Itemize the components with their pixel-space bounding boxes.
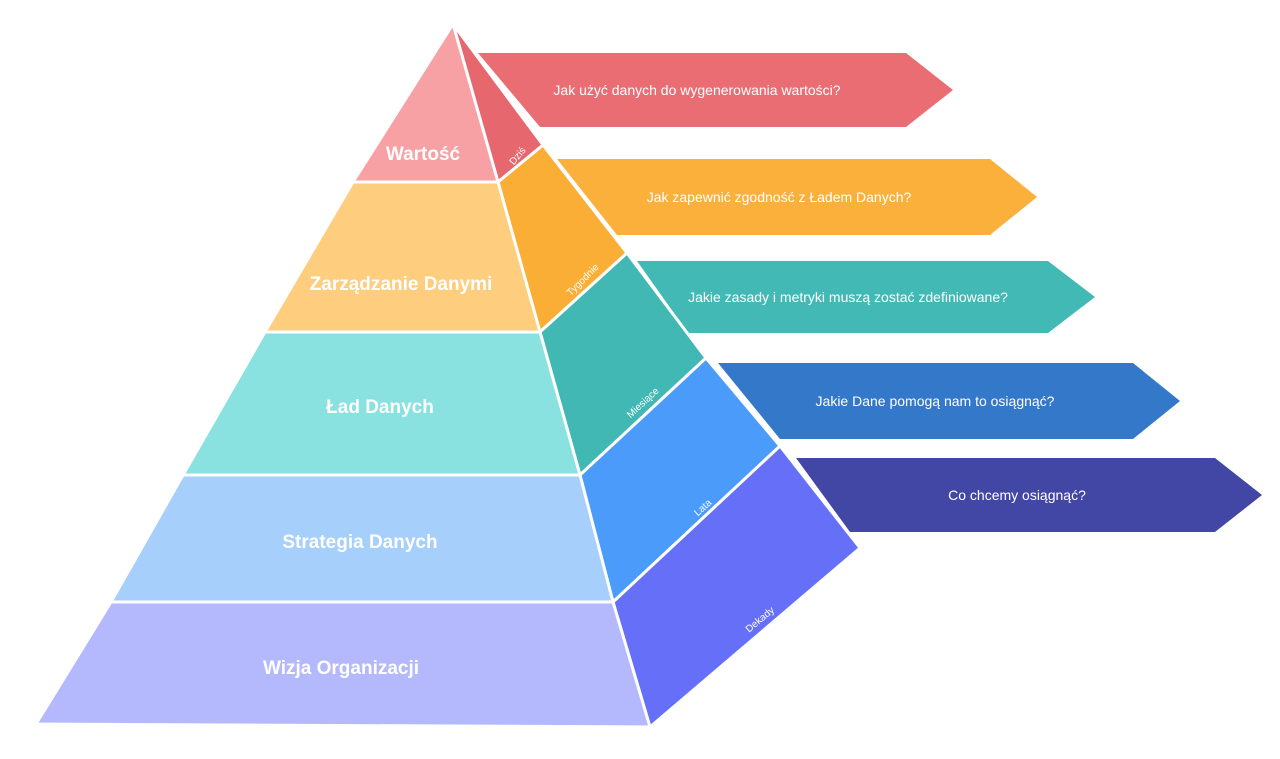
level-label-strategia: Strategia Danych <box>282 532 437 553</box>
question-label-strategia: Jakie Dane pomogą nam to osiągnąć? <box>816 393 1055 409</box>
question-arrow-strategia <box>718 363 1180 439</box>
front-face-wizja <box>34 600 652 729</box>
question-label-zarzadzanie: Jak zapewnić zgodność z Ładem Danych? <box>647 189 912 205</box>
pyramid-front-faces <box>34 22 652 729</box>
front-face-zarzadzanie <box>263 180 542 334</box>
question-labels: Jak użyć danych do wygenerowania wartośc… <box>553 82 1086 503</box>
question-arrow-wartosc <box>478 53 953 127</box>
question-arrow-lad <box>637 261 1095 333</box>
question-arrow-wizja <box>796 458 1262 532</box>
question-label-lad: Jakie zasady i metryki muszą zostać zdef… <box>688 289 1008 305</box>
level-label-zarzadzanie: Zarządzanie Danymi <box>310 274 493 295</box>
level-labels: Wartość Zarządzanie Danymi Ład Danych St… <box>263 144 492 679</box>
question-label-wizja: Co chcemy osiągnąć? <box>948 487 1086 503</box>
level-label-wizja: Wizja Organizacji <box>263 658 419 679</box>
level-label-wartosc: Wartość <box>386 144 461 165</box>
level-label-lad: Ład Danych <box>326 397 434 418</box>
question-arrow-zarzadzanie <box>557 159 1037 235</box>
pyramid-side-faces <box>451 22 862 729</box>
question-label-wartosc: Jak użyć danych do wygenerowania wartośc… <box>553 82 840 98</box>
question-arrows <box>478 53 1262 532</box>
